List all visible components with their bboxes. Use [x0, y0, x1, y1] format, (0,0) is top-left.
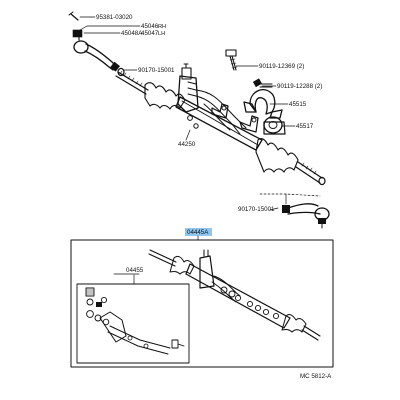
label-tie-rod-end-lh: 45047: [141, 30, 159, 37]
label-bolt-lower: 90119-12288 (2): [277, 83, 322, 90]
label-boot-clamp-left: 90170-15001: [138, 67, 175, 74]
label-bolt-upper: 90119-12369 (2): [259, 63, 304, 70]
label-bracket: 45515: [289, 101, 307, 108]
bracket-icon: [243, 89, 283, 119]
label-tie-rod-end-rh-suffix: RH: [158, 24, 166, 30]
tie-rod-end-left-icon: [68, 11, 125, 77]
bolt-lower-icon: [252, 78, 273, 88]
bolt-upper-icon: [225, 49, 238, 71]
label-boot-clamp-right: 90170-15001: [238, 206, 275, 213]
steering-rack-icon: [115, 63, 323, 184]
label-gasket-kit: 04455: [126, 267, 144, 274]
seal-kit-frame: [76, 283, 190, 364]
label-bolt-tie-rod: 95381-03020: [96, 14, 133, 21]
assembly-frame: [70, 239, 334, 368]
rack-assembly-icon: [148, 249, 321, 341]
label-tie-rod-end-lh-suffix: LH: [158, 31, 165, 37]
label-assembly[interactable]: 04445A: [187, 229, 209, 236]
label-diagram-code: MC 5812-A: [300, 373, 332, 380]
label-locknut: 45048A: [121, 30, 143, 37]
leader-lines-upper: [79, 16, 321, 211]
tie-rod-end-right-icon: [282, 176, 330, 229]
label-bushing: 45517: [296, 123, 314, 130]
assembly-label-highlight: [185, 228, 212, 236]
label-tie-rod-end-rh: 45046: [141, 23, 159, 30]
label-rack-housing: 44250: [178, 141, 196, 148]
bushing-icon: [263, 116, 286, 135]
seal-kit-icon: [85, 287, 185, 355]
